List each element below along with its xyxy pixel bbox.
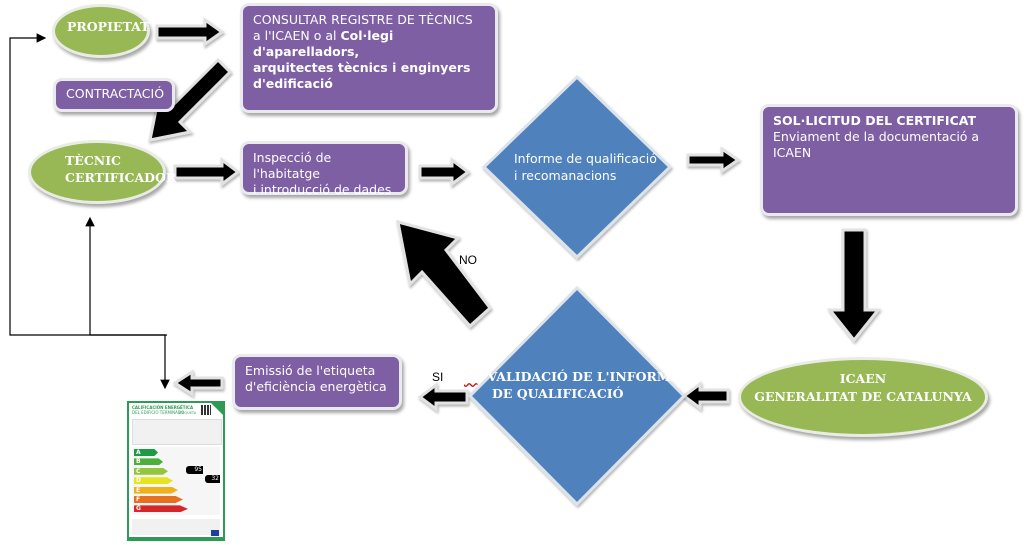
decision-validacio-shape <box>467 285 687 507</box>
consultar-line2: a l'ICAEN o al Col·legi d'aparelladors, <box>253 28 485 60</box>
node-inspeccio[interactable]: Inspecció de l'habitatge i introducció d… <box>240 141 408 197</box>
arrow-validacio-to-emissio <box>417 382 469 412</box>
informe-line2: i recomanacions <box>514 168 617 183</box>
arrow-tecnic-to-inspeccio <box>173 157 241 187</box>
node-icaen[interactable]: ICAEN GENERALITAT DE CATALUNYA <box>738 357 988 437</box>
decision-validacio[interactable]: SI VALIDACIÓ DE L'INFORME DE QUALIFICACIÓ <box>464 368 680 402</box>
validacio-line2: DE QUALIFICACIÓ <box>492 386 624 401</box>
energy-label-tag: ETIQUETA <box>179 411 197 415</box>
arrow-icaen-to-validacio <box>681 381 730 411</box>
node-icaen-line1: ICAEN <box>839 371 887 386</box>
energy-class-bar-d: D <box>134 477 173 485</box>
qr-code-icon <box>201 405 211 415</box>
energy-class-bar-c: C <box>134 467 168 475</box>
node-consultar-registre[interactable]: CONSULTAR REGISTRE DE TÈCNICS a l'ICAEN … <box>240 3 498 113</box>
node-tecnic-certificador[interactable]: TÈCNIC CERTIFICADOR <box>28 140 176 204</box>
consultar-line4-bold: d'edificació <box>253 76 333 91</box>
validacio-line1: VALIDACIÓ DE L'INFORME <box>487 369 681 384</box>
feedback-line-to-label <box>90 334 170 390</box>
inspeccio-line1: Inspecció de l'habitatge <box>253 150 332 181</box>
energy-label-info-block <box>132 419 222 445</box>
decision-informe[interactable]: Informe de qualificació i recomanacions <box>514 150 657 184</box>
consultar-line3: arquitectes tècnics i enginyers <box>253 60 485 76</box>
energy-class-bar-f: F <box>134 496 183 503</box>
consultar-line4: d'edificació <box>253 76 485 92</box>
energy-class-bar-g: G <box>134 505 188 513</box>
node-emissio-etiqueta[interactable]: Emissió de l'etiqueta d'eficiència energ… <box>232 354 402 410</box>
node-icaen-line2: GENERALITAT DE CATALUNYA <box>754 389 972 404</box>
consultar-line2-plain: a l'ICAEN o al <box>253 28 341 43</box>
validacio-si-prefix: SI <box>464 369 478 384</box>
sollicitud-line2: ICAEN <box>773 145 812 160</box>
energy-efficiency-label-image: CALIFICACIÓN ENERGÉTICA DEL EDIFICIO TER… <box>127 401 225 541</box>
consultar-line2-bold: Col·legi d'aparelladors, <box>253 28 394 59</box>
eu-flag-icon <box>211 530 219 536</box>
sollicitud-title-text: SOL·LICITUD DEL CERTIFICAT <box>773 113 976 128</box>
corner-flag <box>211 403 223 415</box>
consultar-line3-bold: arquitectes tècnics i enginyers <box>253 60 471 75</box>
emissio-line2: d'eficiència energètica <box>245 379 387 394</box>
consultar-line1: CONSULTAR REGISTRE DE TÈCNICS <box>253 12 473 27</box>
arrow-inspeccio-to-informe <box>418 157 471 187</box>
node-sollicitud-certificat[interactable]: SOL·LICITUD DEL CERTIFICAT Enviament de … <box>760 104 1018 216</box>
decision-informe-shape <box>481 74 673 260</box>
emissio-line1: Emissió de l'etiqueta <box>245 363 376 378</box>
arrow-emissio-to-label <box>172 369 224 397</box>
feedback-line-to-propietat <box>9 33 167 336</box>
energy-label-title2: DEL EDIFICIO TERMINADO <box>132 410 185 415</box>
energy-label-title1: CALIFICACIÓN ENERGÉTICA <box>132 405 194 410</box>
energy-value-1: 95 <box>186 466 203 474</box>
node-contractacio-label: CONTRACTACIÓ <box>66 86 165 101</box>
energy-class-bar-e: E <box>134 486 178 494</box>
arrow-sollicitud-to-icaen <box>826 228 882 343</box>
inspeccio-line2: i introducció de dades <box>253 182 392 197</box>
edge-label-no: NO <box>459 253 477 267</box>
node-contractacio[interactable]: CONTRACTACIÓ <box>53 78 175 112</box>
energy-label-footer <box>132 519 220 535</box>
edge-label-si: SI <box>432 370 444 384</box>
informe-line1: Informe de qualificació <box>514 151 657 166</box>
arrow-validacio-no-to-inspeccio <box>396 219 493 329</box>
node-tecnic-line1: TÈCNIC <box>65 153 121 168</box>
node-tecnic-line2: CERTIFICADOR <box>65 170 177 185</box>
energy-value-2: 32 <box>205 475 220 483</box>
node-propietat[interactable]: PROPIETAT <box>52 4 150 58</box>
energy-class-bar-a: A <box>134 449 158 456</box>
sollicitud-title: SOL·LICITUD DEL CERTIFICAT <box>773 113 1005 129</box>
sollicitud-line1: Enviament de la documentació a <box>773 129 980 144</box>
energy-class-bar-b: B <box>134 458 163 466</box>
arrow-informe-to-sollicitud <box>686 146 741 174</box>
node-propietat-label: PROPIETAT <box>67 19 150 34</box>
arrow-propietat-to-consultar <box>155 17 225 47</box>
